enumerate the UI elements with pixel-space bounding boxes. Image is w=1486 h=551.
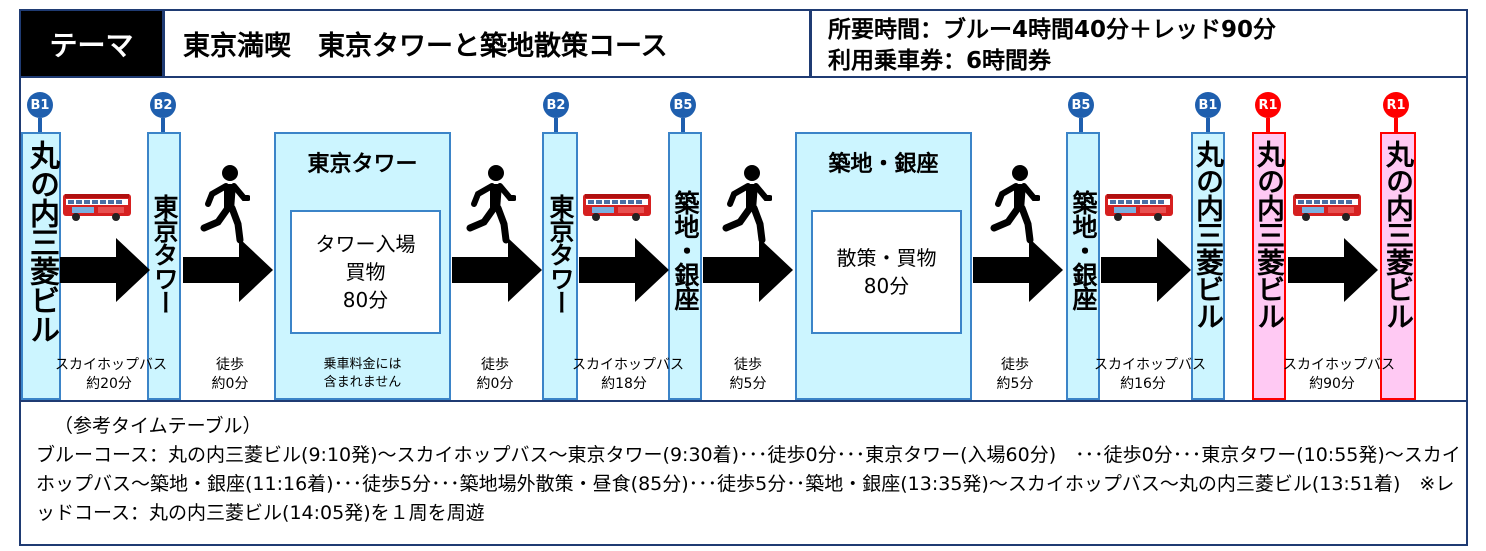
stop-tokyo-tower-arrive: 東京タワー (147, 132, 181, 400)
pin-stem (1266, 118, 1270, 134)
timetable-body: ブルーコース：丸の内三菱ビル(9:10発)～スカイホップバス～東京タワー(9:3… (36, 444, 1461, 524)
venue-note: 乗車料金には 含まれません (323, 357, 402, 390)
pin-stem (681, 118, 685, 134)
bus-icon (62, 192, 132, 222)
stop-badge-b1: B1 (1195, 92, 1221, 118)
segment-label: 徒歩 約0分 (211, 357, 249, 392)
stop-name: 丸の内三菱ビル (1382, 140, 1415, 329)
arrow-icon (452, 238, 542, 302)
stop-red-marunouchi-start: 丸の内三菱ビル (1252, 132, 1286, 400)
segment-label: 徒歩 約5分 (729, 357, 767, 392)
stop-badge-b5: B5 (1068, 92, 1094, 118)
bus-icon (1104, 192, 1174, 222)
venue-title: 築地・銀座 (828, 152, 939, 177)
pin-stem (161, 118, 165, 134)
walking-person-icon (990, 164, 1040, 244)
arrow-icon (1288, 238, 1378, 302)
course-title: 東京満喫 東京タワーと築地散策コース (163, 9, 811, 78)
stop-tokyo-tower-depart: 東京タワー (542, 132, 578, 400)
time-required: 所要時間：ブルー4時間40分＋レッド90分 (828, 17, 1277, 43)
stop-name: 丸の内三菱ビル (1192, 140, 1225, 329)
theme-label: テーマ (19, 9, 164, 78)
time-info: 所要時間：ブルー4時間40分＋レッド90分 利用乗車券：6時間券 (810, 9, 1468, 78)
pin-stem (1206, 118, 1210, 134)
walking-person-icon (466, 164, 516, 244)
stop-name: 築地・銀座 (671, 190, 700, 310)
arrow-icon (1101, 238, 1191, 302)
stop-badge-r1: R1 (1383, 92, 1409, 118)
pin-stem (1394, 118, 1398, 134)
stop-tsukiji-depart: 築地・銀座 (1066, 132, 1100, 400)
stop-name: 丸の内三菱ビル (1253, 140, 1286, 329)
stop-marunouchi-end: 丸の内三菱ビル (1191, 132, 1225, 400)
segment-label: スカイホップバス 約18分 (572, 357, 684, 392)
venue-activity: タワー入場 買物 80分 (290, 210, 441, 334)
arrow-icon (579, 238, 669, 302)
stop-badge-b2: B2 (543, 92, 569, 118)
route-diagram (19, 78, 1468, 400)
stop-tsukiji-arrive: 築地・銀座 (668, 132, 702, 400)
venue-title: 東京タワー (307, 152, 418, 177)
pin-stem (1079, 118, 1083, 134)
segment-label: 徒歩 約5分 (996, 357, 1034, 392)
stop-name: 丸の内三菱ビル (24, 140, 59, 343)
walking-person-icon (200, 164, 250, 244)
segment-label: 徒歩 約0分 (476, 357, 514, 392)
ticket-type: 利用乗車券：6時間券 (828, 48, 1052, 74)
segment-label: スカイホップバス 約90分 (1283, 357, 1395, 392)
bus-icon (582, 192, 652, 222)
segment-label: スカイホップバス 約20分 (55, 357, 167, 392)
arrow-icon (973, 238, 1063, 302)
stop-badge-b5: B5 (670, 92, 696, 118)
walking-person-icon (722, 164, 772, 244)
pin-stem (554, 118, 558, 134)
stop-name: 東京タワー (546, 194, 575, 314)
stop-badge-r1: R1 (1255, 92, 1281, 118)
stop-badge-b1: B1 (27, 92, 53, 118)
segment-label: スカイホップバス 約16分 (1094, 357, 1206, 392)
bus-icon (1292, 192, 1362, 222)
arrow-icon (183, 238, 273, 302)
stop-name: 築地・銀座 (1069, 190, 1098, 310)
timetable-title: （参考タイムテーブル） (54, 415, 262, 437)
pin-stem (38, 118, 42, 134)
stop-name: 東京タワー (150, 194, 179, 314)
stop-badge-b2: B2 (150, 92, 176, 118)
stop-red-marunouchi-end: 丸の内三菱ビル (1380, 132, 1416, 400)
venue-tsukiji-ginza: 築地・銀座 散策・買物 80分 (795, 132, 972, 400)
arrow-icon (703, 238, 793, 302)
reference-timetable: （参考タイムテーブル） ブルーコース：丸の内三菱ビル(9:10発)～スカイホップ… (19, 400, 1468, 546)
venue-tokyo-tower: 東京タワー タワー入場 買物 80分 乗車料金には 含まれません (274, 132, 451, 400)
arrow-icon (60, 238, 150, 302)
venue-activity: 散策・買物 80分 (811, 210, 962, 334)
